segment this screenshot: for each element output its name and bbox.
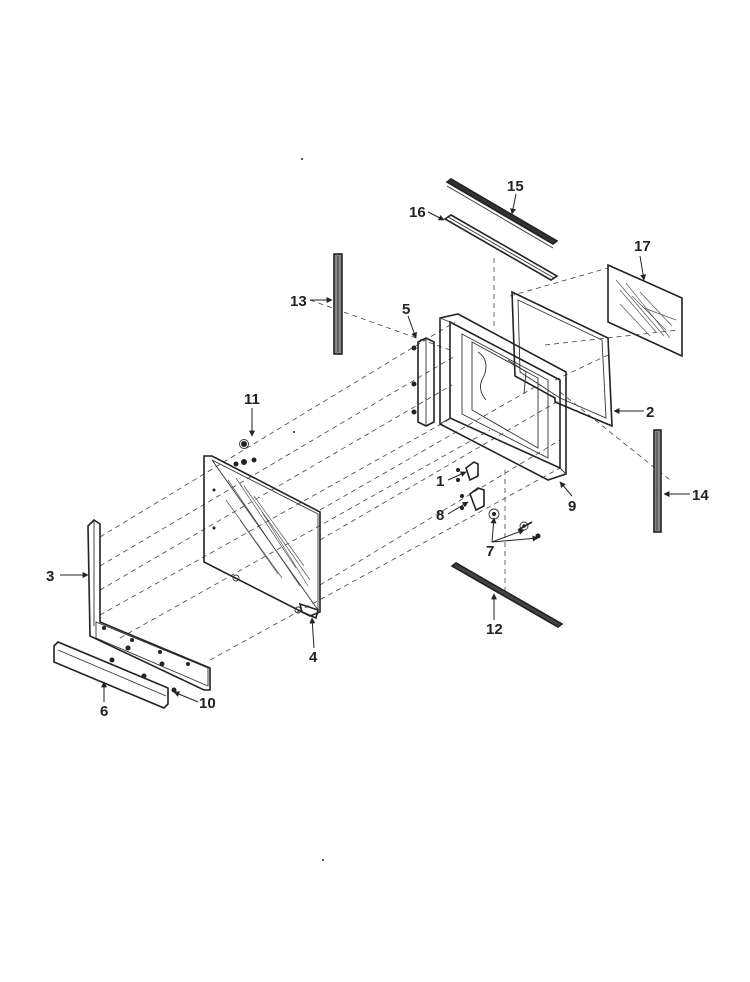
callout-4: 4 xyxy=(309,649,318,666)
callout-7: 7 xyxy=(486,543,494,560)
callout-9: 9 xyxy=(568,498,576,515)
part-8-hinge-clip xyxy=(460,487,485,512)
part-3-door-frame xyxy=(87,518,211,691)
part-7-screws xyxy=(488,508,541,539)
callout-11: 11 xyxy=(244,391,260,408)
part-2-inner-frame xyxy=(511,290,613,428)
callout-1: 1 xyxy=(436,473,444,490)
part-1-hinge-clip xyxy=(456,461,479,482)
callout-2: 2 xyxy=(646,404,654,421)
callout-6: 6 xyxy=(100,703,108,720)
part-12-bottom-trim xyxy=(450,562,564,628)
callout-13: 13 xyxy=(290,293,307,310)
callout-12: 12 xyxy=(486,621,503,638)
callout-16: 16 xyxy=(409,204,426,221)
callout-3: 3 xyxy=(46,568,54,585)
callout-14: 14 xyxy=(692,487,709,504)
part-9-door-liner xyxy=(439,313,567,481)
part-13-side-trim xyxy=(333,253,343,355)
part-6-handle-strip xyxy=(53,641,169,709)
part-4-outer-door-panel xyxy=(203,455,321,620)
callout-10: 10 xyxy=(199,695,216,712)
part-11-screws xyxy=(239,439,249,465)
part-16-top-strip xyxy=(443,214,559,281)
callout-labels: 15 16 17 13 5 2 11 1 9 14 8 7 3 12 4 10 … xyxy=(46,178,709,720)
callout-17: 17 xyxy=(634,238,651,255)
leader-lines xyxy=(60,193,690,703)
assembly-guide-lines xyxy=(99,258,679,661)
part-15-top-trim xyxy=(445,178,559,249)
part-10-screws xyxy=(109,645,177,693)
callout-5: 5 xyxy=(402,301,410,318)
part-17-inner-glass xyxy=(607,263,683,358)
callout-8: 8 xyxy=(436,507,444,524)
part-14-side-trim xyxy=(653,429,662,533)
callout-15: 15 xyxy=(507,178,524,195)
part-5-hinge-bracket xyxy=(411,337,435,427)
